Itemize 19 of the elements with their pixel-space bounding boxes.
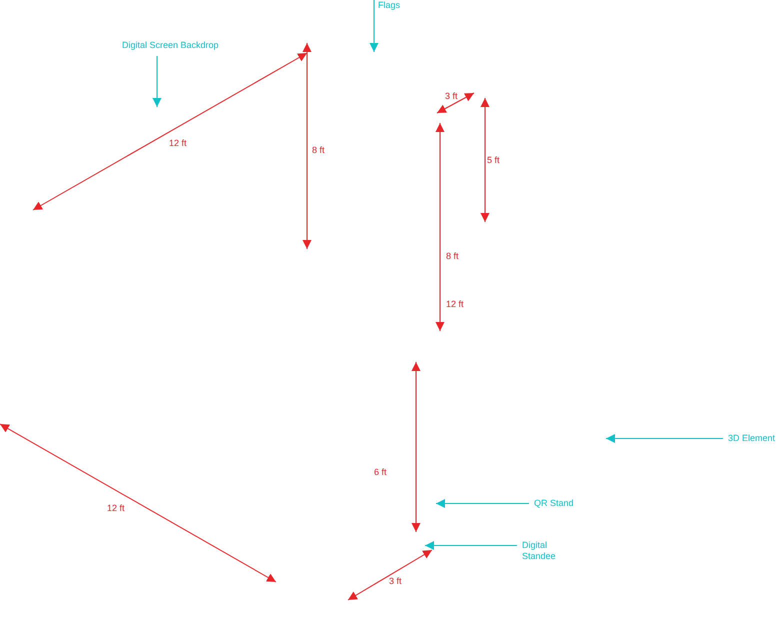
callout-label: QR Stand <box>534 498 574 509</box>
dimension-label: 3 ft <box>389 576 402 587</box>
dimension-label: 12 ft <box>446 299 464 310</box>
callout-label: Digital Standee <box>522 540 562 562</box>
callout-label: 3D Element <box>728 433 776 444</box>
leader-line <box>606 434 724 443</box>
dimension-label: 3 ft <box>445 91 458 102</box>
dimension-label: 8 ft <box>446 251 459 262</box>
callout-label: Flags <box>378 0 400 11</box>
dimension-label: 12 ft <box>107 503 125 514</box>
dimension-label: 12 ft <box>169 138 187 149</box>
leader-line <box>152 56 162 108</box>
dimension-label: 6 ft <box>374 467 387 478</box>
leader-line <box>436 499 530 508</box>
leader-line <box>424 541 518 550</box>
callout-label: Digital Screen Backdrop <box>122 40 219 51</box>
leader-line <box>370 0 378 52</box>
dimension-label: 5 ft <box>487 155 500 166</box>
dimension-label: 8 ft <box>312 145 325 156</box>
